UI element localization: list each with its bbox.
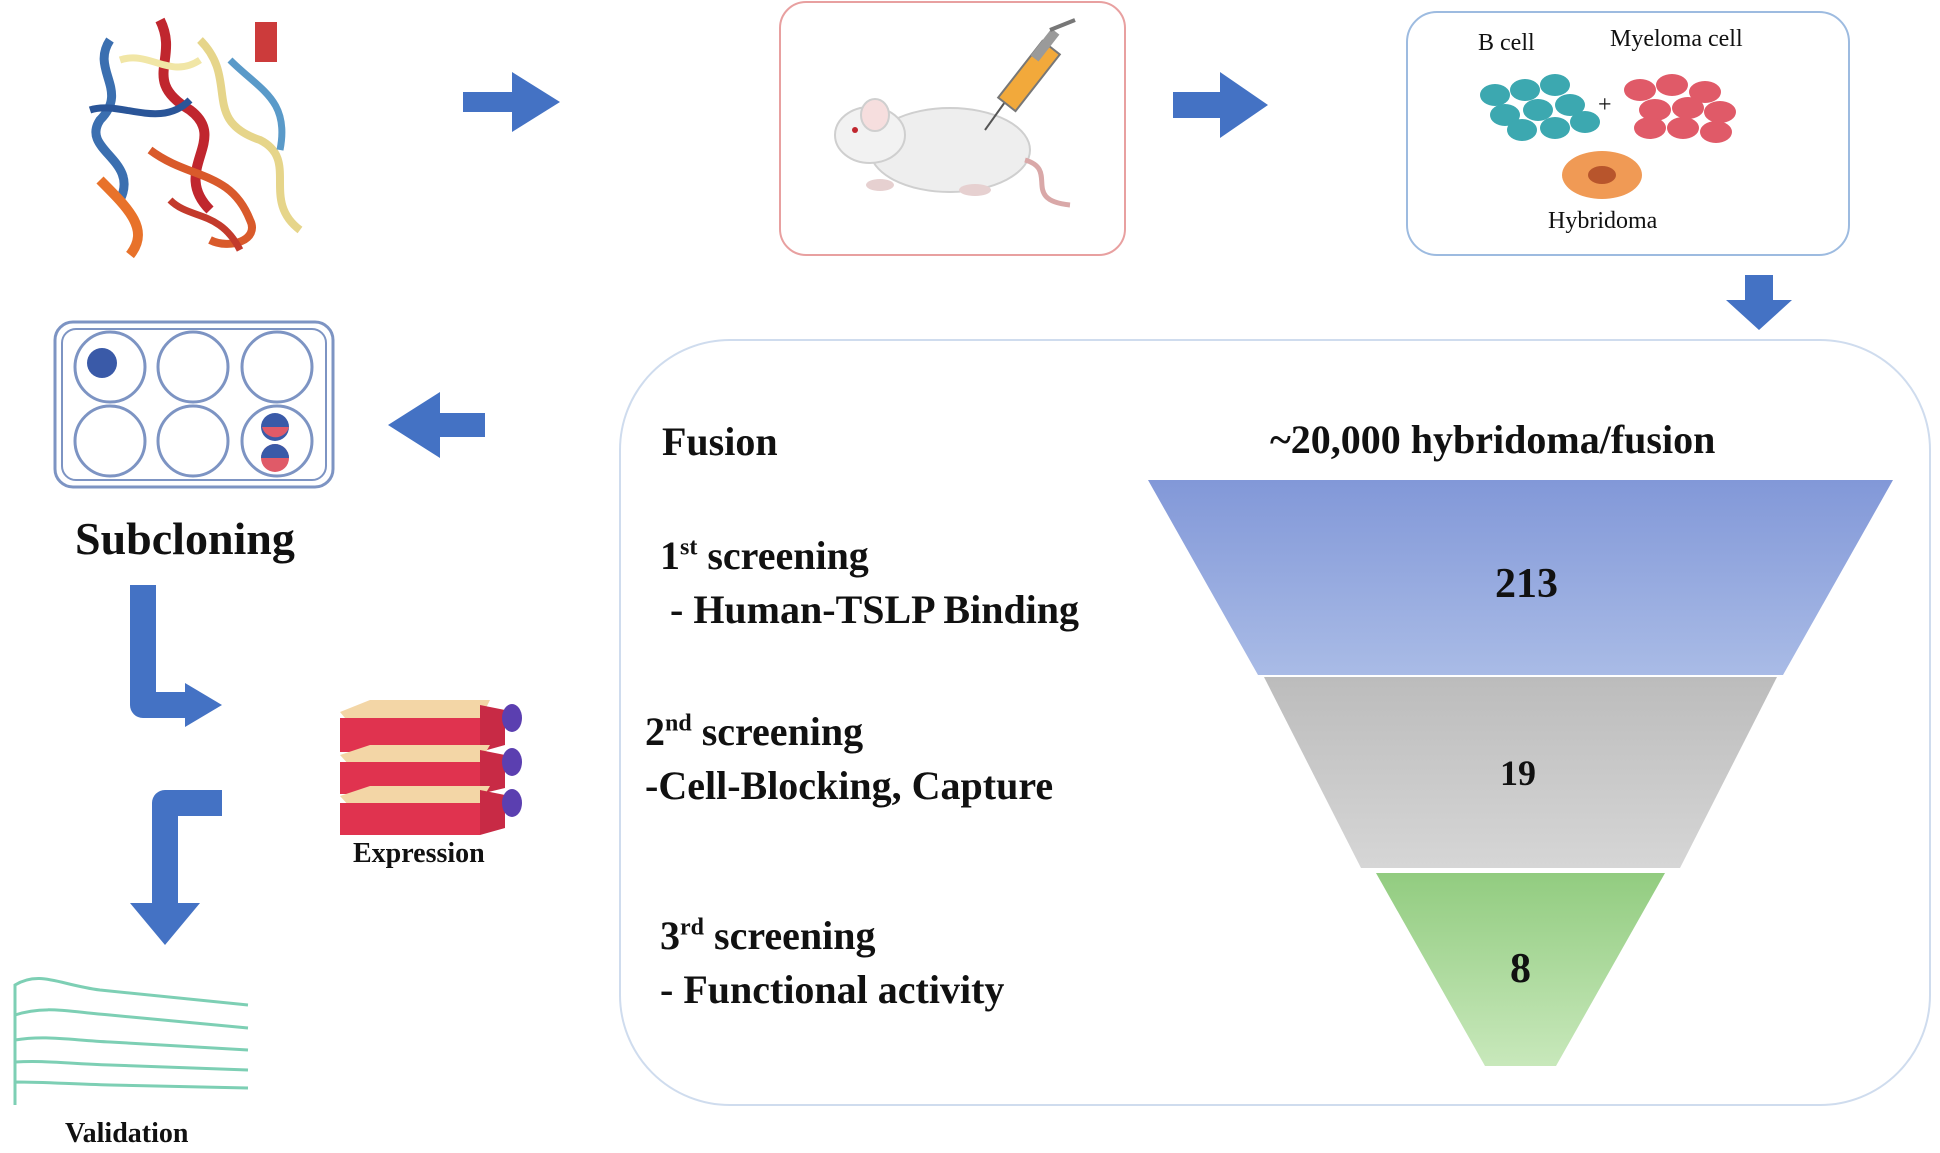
hybridoma-cell-icon — [1562, 151, 1642, 199]
b-cell-label: B cell — [1478, 30, 1535, 56]
arrow-down — [1726, 275, 1792, 330]
stage-3-title: 3rd screening — [660, 913, 876, 958]
stage-3-value: 8 — [1510, 946, 1531, 992]
syringe-icon — [984, 18, 1076, 131]
stage-1-title: 1st screening — [660, 533, 869, 578]
validation-label: Validation — [65, 1118, 189, 1149]
arrow-right-2 — [1173, 72, 1268, 138]
fusion-header: Fusion — [662, 419, 778, 464]
stage-1-detail: - Human-TSLP Binding — [660, 587, 1080, 632]
expression-label: Expression — [353, 838, 485, 869]
culture-flasks-icon — [340, 700, 522, 835]
arrow-left — [388, 392, 485, 458]
stage-3-detail: - Functional activity — [660, 967, 1005, 1012]
hybridoma-label: Hybridoma — [1548, 208, 1658, 234]
plus-sign: + — [1598, 92, 1612, 118]
stage-2-title: 2nd screening — [645, 709, 864, 754]
well-plate-icon — [53, 320, 335, 489]
stage-2-value: 19 — [1500, 753, 1536, 793]
protein-structure-icon — [88, 17, 303, 259]
funnel-stage-2 — [1264, 677, 1777, 868]
stage-2-detail: -Cell-Blocking, Capture — [645, 763, 1054, 808]
funnel-stage-1 — [1148, 480, 1893, 675]
myeloma-cell-icon — [1624, 74, 1736, 143]
myeloma-cell-label: Myeloma cell — [1610, 26, 1743, 52]
cells-box — [1406, 11, 1850, 256]
funnel-stage-3 — [1376, 873, 1665, 1066]
elbow-arrow-1 — [130, 585, 222, 727]
mouse-icon — [834, 98, 1071, 208]
subcloning-label: Subcloning — [75, 513, 295, 564]
binding-curves-icon — [13, 977, 249, 1105]
stage-1-value: 213 — [1495, 561, 1558, 607]
arrow-right-1 — [463, 72, 560, 132]
b-cell-icon — [1480, 74, 1600, 141]
hybridoma-count-header: ~20,000 hybridoma/fusion — [1270, 417, 1716, 462]
elbow-arrow-2 — [130, 790, 222, 945]
